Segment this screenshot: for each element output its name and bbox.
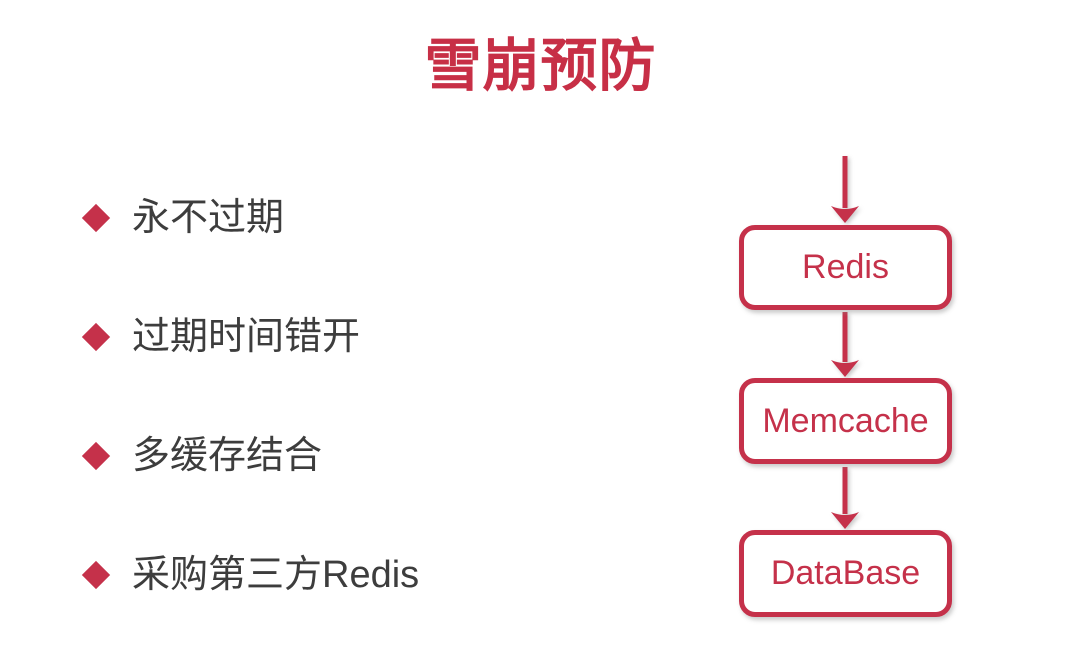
- bullet-label: 多缓存结合: [132, 435, 323, 477]
- diamond-bullet-icon: [81, 203, 111, 233]
- bullet-label: 采购第三方Redis: [132, 554, 420, 596]
- page-title: 雪崩预防: [424, 34, 657, 98]
- diamond-bullet-icon: [81, 441, 111, 471]
- node-label: Redis: [802, 248, 889, 286]
- node-memcache: Memcache: [739, 378, 952, 464]
- bullet-label: 永不过期: [132, 197, 285, 239]
- diamond-bullet-icon: [81, 560, 111, 590]
- bullet-item: 过期时间错开: [81, 315, 361, 359]
- bullet-item: 永不过期: [81, 196, 285, 240]
- arrow-down-icon: [831, 156, 859, 223]
- bullet-item: 采购第三方Redis: [81, 553, 420, 597]
- arrow-down-icon: [831, 467, 859, 529]
- node-label: DataBase: [770, 554, 921, 592]
- node-label: Memcache: [762, 401, 929, 440]
- arrow-down-icon: [831, 312, 859, 377]
- bullet-label: 过期时间错开: [132, 316, 361, 358]
- node-database: DataBase: [739, 530, 952, 617]
- diamond-bullet-icon: [81, 322, 111, 352]
- node-redis: Redis: [739, 225, 952, 310]
- bullet-item: 多缓存结合: [81, 434, 323, 478]
